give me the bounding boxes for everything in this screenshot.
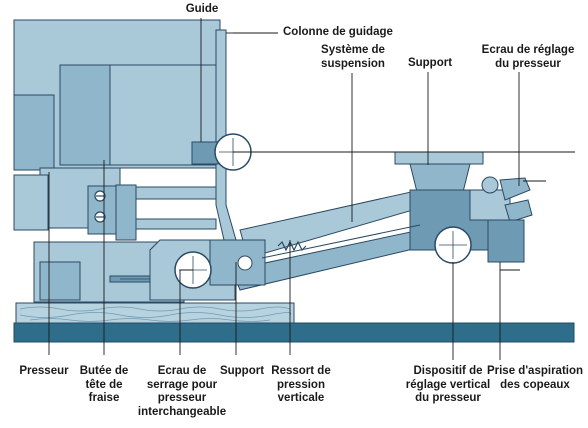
label-systeme-de-suspension: Système de suspension — [321, 44, 385, 70]
label-ecrau-de-serrage: Ecrau de serrage pour presseur interchan… — [137, 365, 227, 418]
suction-port — [487, 219, 525, 263]
label-presseur: Presseur — [19, 365, 69, 377]
label-colonne-de-guidage: Colonne de guidage — [283, 26, 393, 38]
spring-rod — [261, 224, 421, 259]
guide-block — [191, 141, 219, 165]
label-butee-de-tete-de-fraise: Butée de tête de fraise — [79, 365, 129, 404]
label-ecrau-de-reglage: Ecrau de réglage du presseur — [481, 44, 575, 70]
leader-lines — [48, 18, 575, 360]
workpiece-wood — [15, 302, 295, 324]
dial-vertical — [434, 226, 472, 264]
label-guide: Guide — [185, 3, 219, 15]
label-ressort-de-pression: Ressort de pression verticale — [271, 365, 331, 404]
label-support-bottom: Support — [219, 365, 265, 377]
head-bolts — [94, 190, 106, 223]
machine-table — [13, 322, 575, 343]
label-prise-d-aspiration: Prise d'aspiration des copeaux — [486, 365, 584, 391]
adjustment-nut-assembly — [469, 176, 533, 223]
label-support-top: Support — [407, 57, 453, 69]
label-dispositif-de-reglage: Dispositif de réglage vertical du presse… — [405, 365, 491, 404]
pressure-spring — [277, 240, 307, 252]
